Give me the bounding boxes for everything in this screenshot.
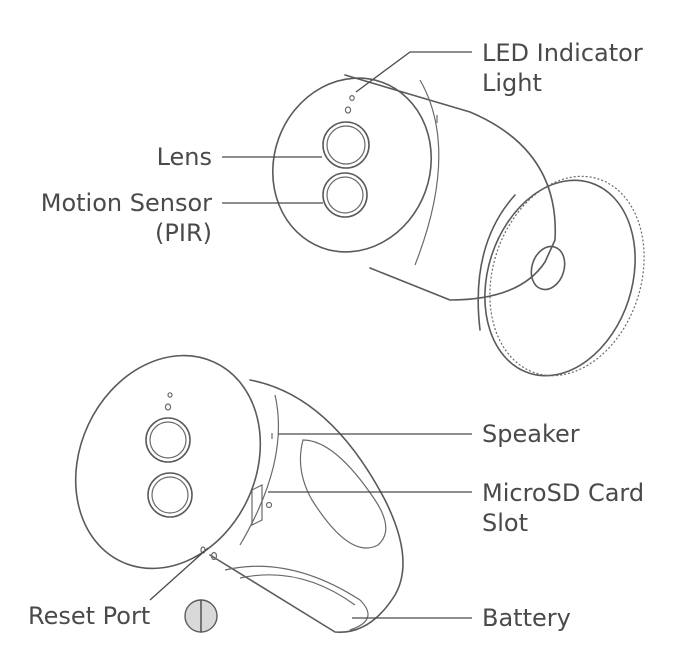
wall-mount <box>477 175 645 377</box>
led-indicator-label-line1: LED Indicator <box>482 39 643 67</box>
led-leader <box>355 51 472 93</box>
microsd-label-line2: Slot <box>482 509 528 537</box>
led-indicator-label: LED Indicator Light <box>482 38 643 98</box>
bottom-camera <box>74 354 404 633</box>
led-indicator-label-line2: Light <box>482 69 542 97</box>
reset-leader <box>149 547 209 601</box>
microsd-label-line1: MicroSD Card <box>482 479 645 507</box>
leader-lines <box>149 51 472 619</box>
speaker-label: Speaker <box>482 420 580 448</box>
motion-sensor-label-line2: (PIR) <box>155 219 212 247</box>
top-camera-body <box>271 74 557 301</box>
lens-label: Lens <box>156 143 212 171</box>
motion-sensor-label-line1: Motion Sensor <box>40 189 212 217</box>
top-camera <box>271 74 645 377</box>
motion-sensor-label: Motion Sensor (PIR) <box>10 188 212 248</box>
microsd-label: MicroSD Card Slot <box>482 478 644 538</box>
battery-label: Battery <box>482 604 571 632</box>
reset-port-label: Reset Port <box>28 602 151 630</box>
